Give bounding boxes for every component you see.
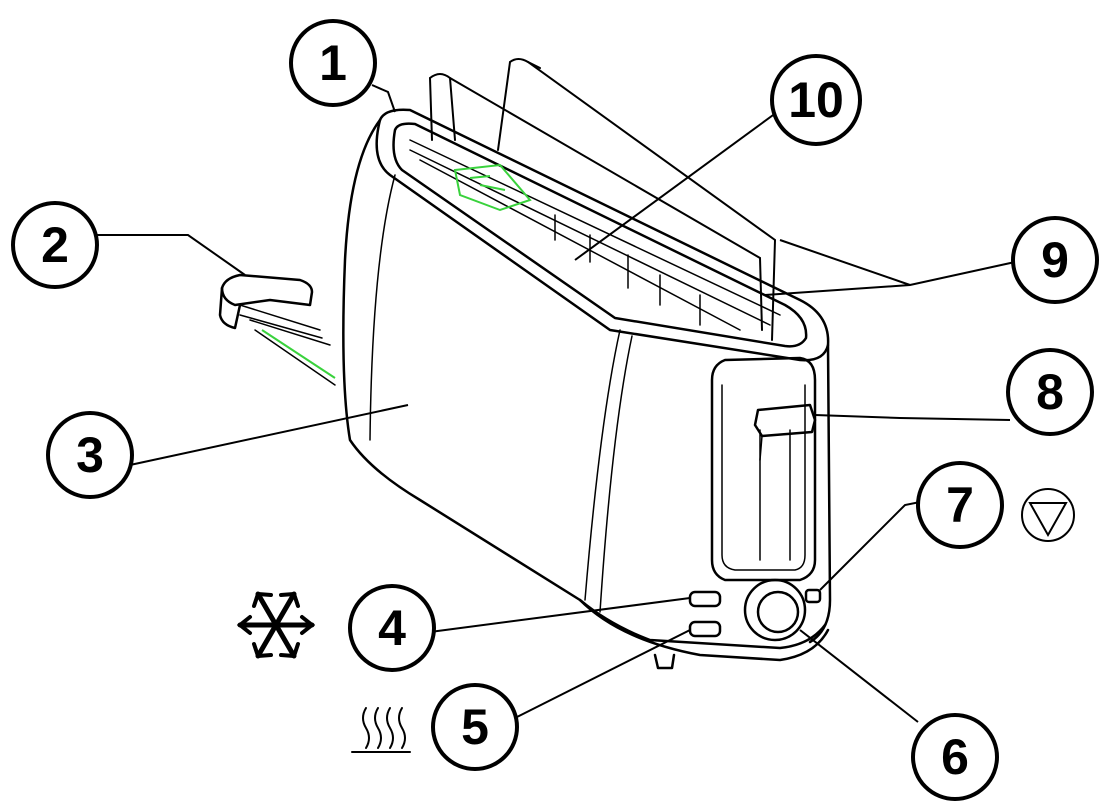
callout-2: 2 bbox=[11, 201, 99, 289]
toaster-body bbox=[342, 108, 832, 670]
cancel-button-shape bbox=[804, 588, 822, 604]
callout-label-3: 3 bbox=[76, 427, 104, 483]
reheat-button-shape bbox=[688, 620, 722, 638]
callout-5: 5 bbox=[431, 683, 519, 771]
stop-triangle-icon bbox=[1021, 488, 1075, 542]
callout-7: 7 bbox=[916, 461, 1004, 549]
crumb-tray bbox=[218, 273, 336, 386]
lever-slot bbox=[710, 356, 817, 582]
callout-4: 4 bbox=[348, 584, 436, 672]
callout-label-9: 9 bbox=[1041, 232, 1069, 288]
browning-knob-outer bbox=[743, 578, 807, 642]
bun-warmer-rack bbox=[429, 58, 777, 341]
snowflake-icon bbox=[236, 591, 316, 659]
slot-highlight bbox=[453, 163, 532, 212]
callout-label-2: 2 bbox=[41, 217, 69, 273]
callout-8: 8 bbox=[1006, 348, 1094, 436]
callout-label-5: 5 bbox=[461, 699, 489, 755]
callout-label-4: 4 bbox=[378, 600, 406, 656]
callout-label-6: 6 bbox=[941, 729, 969, 785]
defrost-button-shape bbox=[688, 590, 722, 608]
callout-3: 3 bbox=[46, 411, 134, 499]
callout-6: 6 bbox=[911, 713, 999, 801]
callout-1: 1 bbox=[289, 19, 377, 107]
callout-label-1: 1 bbox=[319, 35, 347, 91]
heat-waves-icon bbox=[351, 707, 411, 753]
callout-9: 9 bbox=[1011, 216, 1099, 304]
browning-knob-inner bbox=[756, 590, 800, 634]
control-panel bbox=[688, 578, 822, 642]
callout-label-10: 10 bbox=[788, 72, 844, 128]
carriage-lever bbox=[753, 403, 817, 461]
callout-10: 10 bbox=[770, 54, 862, 146]
callout-label-8: 8 bbox=[1036, 364, 1064, 420]
callout-label-7: 7 bbox=[946, 477, 974, 533]
